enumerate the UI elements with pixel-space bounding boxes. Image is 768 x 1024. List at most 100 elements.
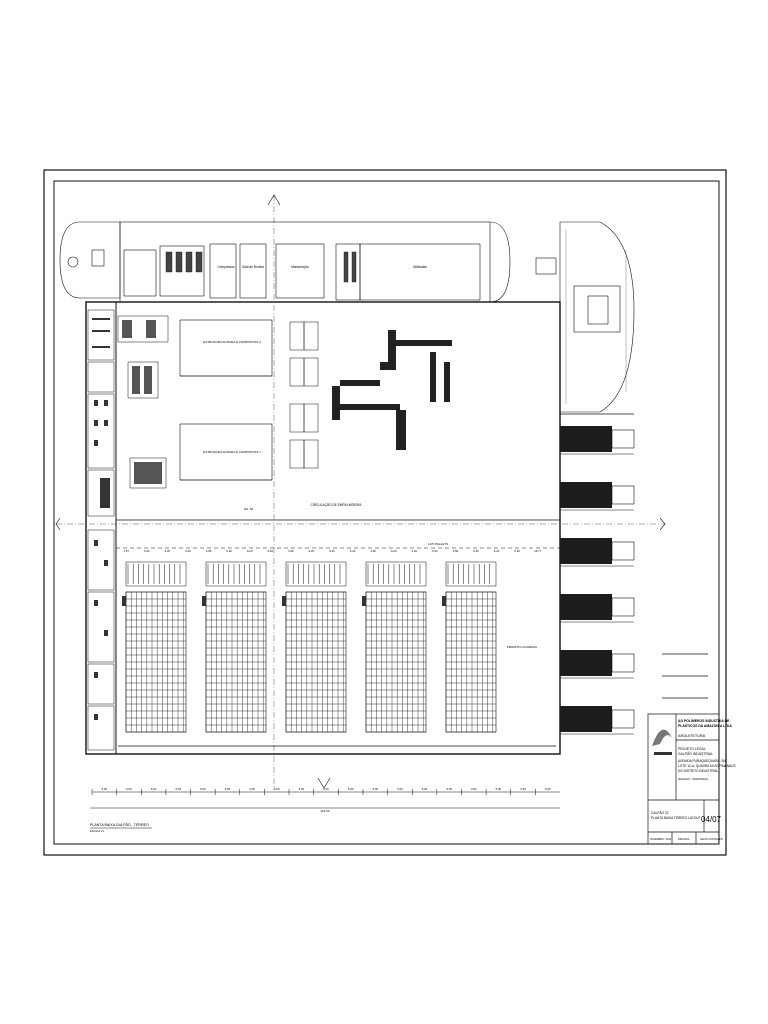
bottom-dim-label: 6.00 [446,787,452,791]
dock-leveler [611,653,635,673]
building-outline [85,301,561,755]
level-mark: NS: 50 [244,507,254,511]
bottom-dim-label: 6.00 [323,787,329,791]
conveyor-system [332,330,452,450]
loading-dock [560,594,635,623]
top-dim-label: 3.66 [453,549,459,553]
dock-bay [560,594,612,620]
sheet-number: 04/07 [701,815,722,824]
rack-block [362,561,427,733]
left-wing-rooms [87,309,115,751]
legend-lines [662,653,708,699]
top-dim-label: 6.20 [432,549,438,553]
loading-dock [560,482,635,511]
extruder-2-label: EXTRUSORA AGITADA E COMPOSTOS 2 [203,340,261,344]
right-annex [535,221,635,413]
top-dimension-row: 1.67 6.20 6.20 6.20 3.66 6.20 6.20 6.20 3.66 6.20… [124,549,542,553]
top-dim-label: 6.20 [226,549,232,553]
bottom-dim-label: 6.00 [274,787,280,791]
axis-markers [55,194,666,789]
top-dim-label: 6.20 [165,549,171,553]
rack-block [442,561,497,733]
footer-scale: INDICADA [678,838,690,841]
top-dim-label: 6.20 [514,549,520,553]
company-name-2: PLASTICOS DA AMAZONIA LTDA [678,724,732,728]
bottom-dim-label: 6.00 [249,787,255,791]
top-dim-label: 6.20 [185,549,191,553]
rack-column-marker [362,596,366,606]
bottom-dim-label: 6.00 [200,787,206,791]
top-dim-label: 16.77 [534,549,541,553]
dock-bay [560,650,612,676]
bottom-dim-label: 6.00 [175,787,181,791]
bottom-dim-label: 6.00 [545,787,551,791]
address-line-3: DO DISTRITO INDUSTRIAL [678,769,719,773]
top-dim-label: 3.66 [370,549,376,553]
finished-product-label: PRODUTO ACABADO [507,645,538,649]
company-logo [652,729,672,755]
rack-column-marker [202,596,206,606]
top-dim-label: 6.20 [494,549,500,553]
equipment-tanks [165,251,357,283]
bottom-dim-label: 6.00 [422,787,428,791]
sheet-desc-1: GALPÃO 02 [651,810,669,815]
dock-leveler [611,429,635,449]
address-line-2: LOTE 12-A, QUADRA 60 AGP/MANAUS [678,764,736,768]
bottom-dim-label: 6.00 [348,787,354,791]
project-line-1: PROJETO LEGAL [678,747,706,751]
dock-bay [560,538,612,564]
pallet-racks [118,561,556,747]
top-dim-label: 6.20 [473,549,479,553]
bottom-dim-label: 6.00 [102,787,108,791]
top-dim-label: 1.67 [124,549,130,553]
top-dim-label: 3.66 [206,549,212,553]
process-equipment [122,320,162,484]
rack-block [282,561,347,733]
extruder-lines [179,319,273,481]
company-name-1: AG POLIMEROS INDUSTRIA DE [678,719,730,723]
utility-strip [119,221,511,303]
loading-docks [560,413,635,735]
dock-bay [560,706,612,732]
rack-column-marker [122,596,126,606]
rack-header [365,561,427,587]
room-label-utilities: Utilidades [413,265,427,269]
room-label-compressor: Compressor [217,265,235,269]
loading-dock [560,426,635,455]
project-line-2: GALPÃO INDUSTRIAL [678,751,713,756]
silo-grid [289,321,319,469]
dock-leveler [611,485,635,505]
bottom-dimension-row: 6.00 6.00 6.00 6.00 6.00 6.00 6.00 6.00 6.00 6.00… [91,787,560,795]
rack-block [122,561,187,733]
top-dim-label: 3.66 [288,549,294,553]
top-dim-label: 6.20 [391,549,397,553]
bottom-dim-label: 6.00 [496,787,502,791]
top-dim-label: 6.20 [329,549,335,553]
right-annex-hatch [565,230,627,404]
circulation-label: CIRCULAÇÃO DE EMPILHADEIRA [311,502,363,507]
total-dimension: 115.00 [321,809,330,813]
sheet-outer-border [43,169,727,856]
dock-leveler [611,597,635,617]
dock-bay [560,426,612,452]
pallets-label: 1170 PALLETS [428,542,448,546]
footer-date: NOVEMBRO / 2021 [650,838,672,841]
extruder-1-label: EXTRUSORA AGITADA E COMPOSTOS 1 [203,450,261,454]
location: MANAUS - AMAZONAS [678,777,708,781]
loading-dock [560,650,635,679]
left-annex [59,221,121,299]
room-label-maintenance: Manutenção [291,265,309,269]
discipline: ARQUITETURA [678,734,706,738]
bottom-dim-label: 6.00 [373,787,379,791]
dock-leveler [611,709,635,729]
bottom-dim-label: 6.00 [151,787,157,791]
bottom-dim-label: 6.00 [471,787,477,791]
top-dim-label: 6.20 [268,549,274,553]
top-dim-label: 6.20 [144,549,150,553]
sheet-inner-border [53,180,720,845]
dock-leveler [611,541,635,561]
rack-header [205,561,267,587]
top-dim-label: 6.20 [412,549,418,553]
left-wing-fixtures [92,318,110,720]
